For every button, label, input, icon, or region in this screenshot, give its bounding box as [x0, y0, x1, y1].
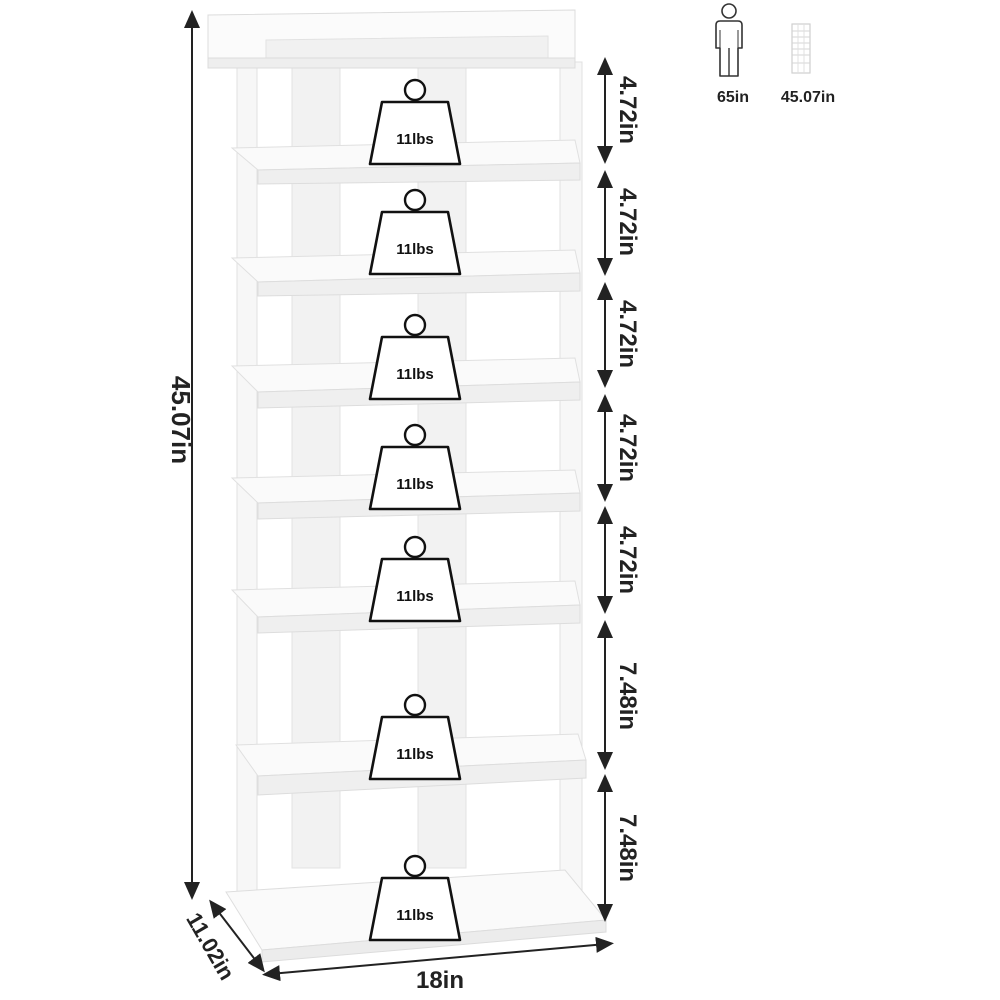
weight-label: 11lbs: [396, 131, 434, 148]
weight-icon: 11lbs: [368, 535, 462, 623]
tier-gap: 4.72in: [597, 506, 641, 614]
tier-gap-label: 4.72in: [614, 76, 641, 144]
height-label: 45.07in: [166, 376, 196, 464]
weight-icon: 11lbs: [368, 693, 462, 781]
tier-gap-dimensions: 4.72in 4.72in 4.72in 4.72in 4.72in 7.48i…: [597, 57, 641, 922]
weight-icon: 11lbs: [368, 313, 462, 401]
weight-icon: 11lbs: [368, 188, 462, 276]
weight-label: 11lbs: [396, 746, 434, 763]
tier-gap-label: 4.72in: [614, 300, 641, 368]
depth-arrow: [209, 899, 265, 973]
weight-icon: 11lbs: [368, 854, 462, 942]
weight-icon: 11lbs: [368, 423, 462, 511]
tier-gap: 4.72in: [597, 57, 641, 164]
width-label: 18in: [416, 967, 464, 994]
weight-label: 11lbs: [396, 366, 434, 383]
person-height-label: 65in: [717, 89, 749, 106]
tier-gap: 4.72in: [597, 170, 641, 276]
top-tray: [207, 9, 576, 69]
tier-gap: 7.48in: [597, 620, 641, 770]
tier-gap: 4.72in: [597, 282, 641, 388]
tier-gap-label: 7.48in: [614, 662, 641, 730]
weight-label: 11lbs: [396, 588, 434, 605]
person-icon: [715, 3, 743, 77]
weight-capacity-icons: 11lbs 11lbs 11lbs 11lbs 11lbs: [368, 78, 462, 942]
weight-label: 11lbs: [396, 241, 434, 258]
weight-icon: 11lbs: [368, 78, 462, 166]
tier-gap-label: 4.72in: [614, 526, 641, 594]
width-arrow: [262, 936, 614, 982]
back-pillar-left: [291, 67, 341, 869]
size-comparison-legend: 65in 45.07in: [715, 3, 835, 106]
depth-label: 11.02in: [181, 908, 239, 984]
rack-height-label: 45.07in: [781, 89, 835, 106]
tier-gap-label: 4.72in: [614, 188, 641, 256]
tier-gap: 4.72in: [597, 394, 641, 502]
tier-gap: 7.48in: [597, 774, 641, 922]
weight-label: 11lbs: [396, 476, 434, 493]
width-dimension: 18in: [262, 936, 614, 994]
height-dimension: 45.07in: [166, 9, 200, 900]
tier-gap-label: 4.72in: [614, 414, 641, 482]
mini-rack-icon: [791, 23, 811, 74]
weight-label: 11lbs: [396, 907, 434, 924]
tier-gap-label: 7.48in: [614, 814, 641, 882]
